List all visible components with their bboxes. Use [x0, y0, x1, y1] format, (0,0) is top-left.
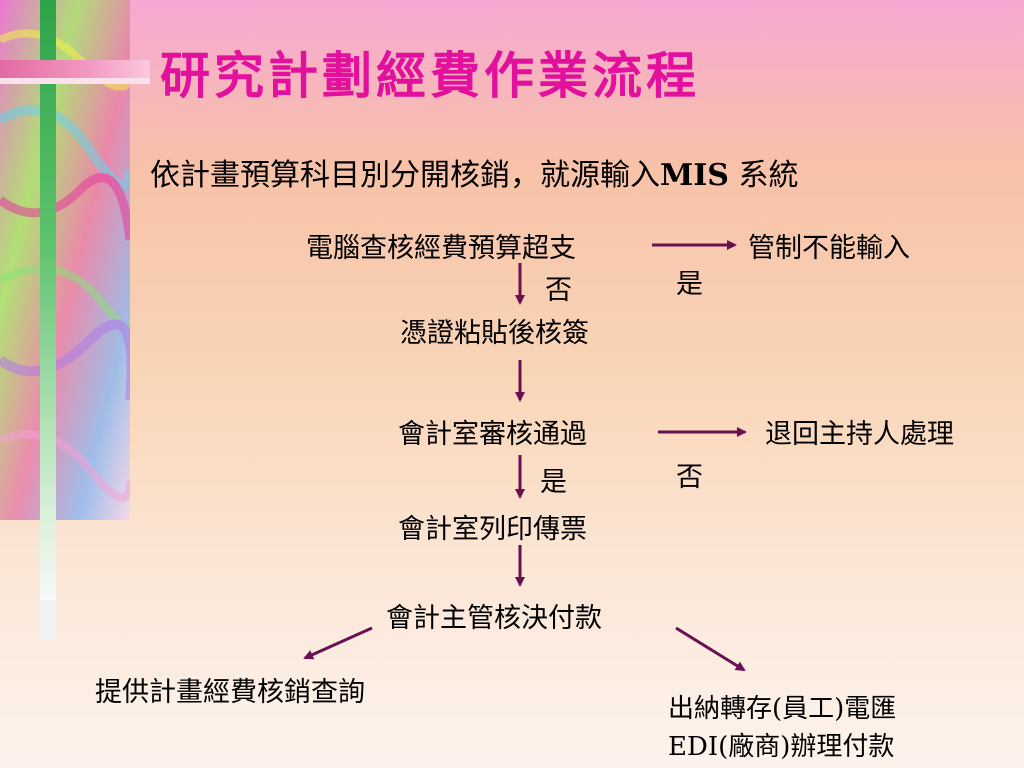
arrow-approve-to-cashier [675, 626, 746, 672]
node-control-no-input: 管制不能輸入 [748, 233, 910, 264]
decorative-green-bar [40, 0, 56, 600]
subtitle-main: 依計畫預算科目別分開核銷，就源輸入 [150, 158, 660, 193]
label-yes-1: 是 [676, 269, 703, 300]
node-check-budget: 電腦查核經費預算超支 [306, 233, 576, 264]
label-no-1: 否 [545, 275, 572, 306]
node-provide-query: 提供計畫經費核銷查詢 [95, 677, 365, 708]
node-approve-payment: 會計主管核決付款 [386, 603, 602, 634]
page-title: 研究計劃經費作業流程 [160, 46, 700, 105]
subtitle-end: 系統 [728, 158, 799, 193]
decorative-horizontal-bar-light [0, 78, 150, 84]
decorative-texture [0, 0, 137, 520]
arrow-approve-to-query [303, 626, 373, 660]
node-cashier-line1: 出納轉存(員工)電匯 [668, 694, 897, 724]
node-accounting-review: 會計室審核通過 [398, 419, 587, 450]
decorative-pattern [0, 0, 137, 520]
decorative-horizontal-bar [0, 60, 150, 78]
node-return-pi: 退回主持人處理 [765, 419, 954, 450]
node-cashier-line2: EDI(廠商)辦理付款 [668, 732, 895, 762]
label-no-2: 否 [676, 462, 703, 493]
label-yes-2: 是 [540, 467, 567, 498]
subtitle: 依計畫預算科目別分開核銷，就源輸入MIS 系統 [150, 150, 798, 194]
node-voucher-sign: 憑證粘貼後核簽 [400, 318, 589, 349]
subtitle-mis: MIS [660, 158, 729, 193]
node-print-ticket: 會計室列印傳票 [398, 514, 587, 545]
